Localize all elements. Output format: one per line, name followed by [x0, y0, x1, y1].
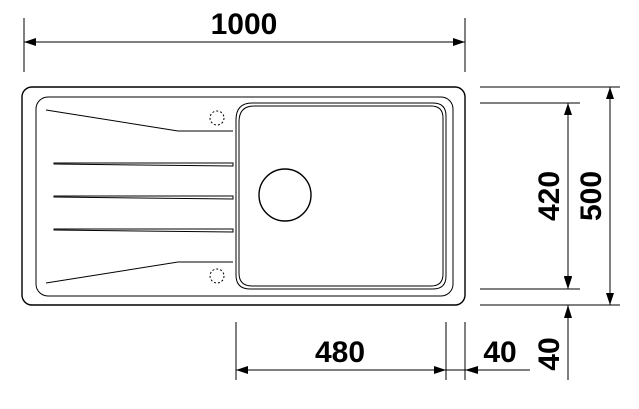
- drainer-groove-3: [53, 228, 234, 233]
- rim-right-label: 40: [483, 336, 516, 369]
- overall-width-dimension: 1000: [23, 8, 466, 72]
- drainer-groove-1: [53, 162, 234, 167]
- rim-bottom-label: 40: [533, 337, 566, 370]
- drainer-groove-2: [53, 195, 234, 200]
- drainer-board: [45, 109, 234, 284]
- bowl-width-dimensions: 480 40: [235, 322, 530, 380]
- depth-dimensions: 420 500 40: [480, 86, 620, 380]
- sink-body: [21, 86, 466, 306]
- bowl-depth-label: 420: [533, 171, 566, 221]
- overall-depth-label: 500: [575, 171, 608, 221]
- drainer-bottom-edge: [45, 261, 233, 284]
- tap-hole-bottom: [209, 268, 225, 284]
- drain-hole: [258, 168, 312, 222]
- rim-right-arrow: [465, 366, 478, 374]
- bowl-inner-outline: [238, 105, 444, 287]
- bowl-outline: [235, 102, 447, 290]
- sink-inner-rim: [35, 96, 454, 297]
- rim-bottom-arrow-bottom: [564, 276, 572, 289]
- overall-width-label: 1000: [211, 8, 278, 41]
- rim-bottom-arrow-top: [564, 305, 572, 318]
- drainer-top-edge: [45, 109, 233, 132]
- bowl-width-label: 480: [315, 336, 365, 369]
- tap-hole-top: [209, 110, 225, 126]
- sink-outer-rim: [21, 86, 466, 306]
